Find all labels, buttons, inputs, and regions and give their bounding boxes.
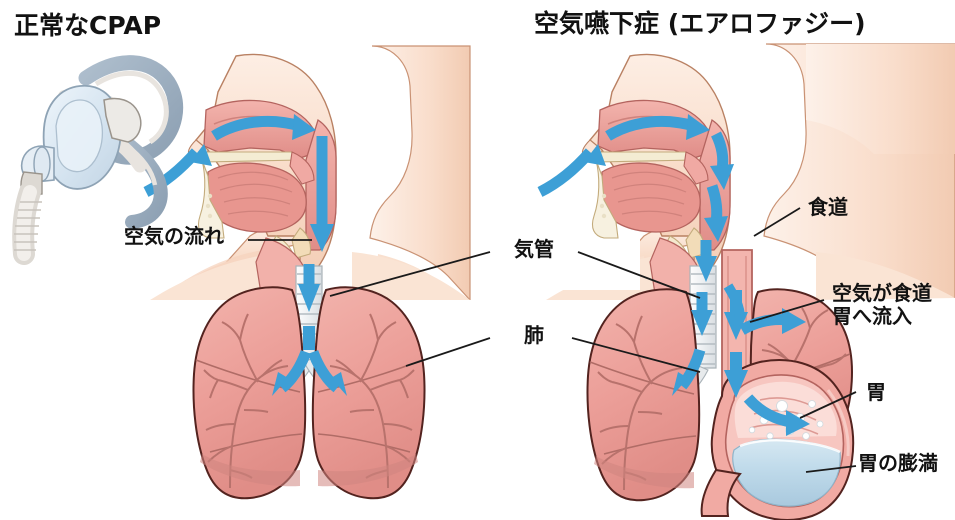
cpap-mask xyxy=(12,55,184,265)
leader-lungs-right xyxy=(571,337,701,373)
right-airflow-arrows xyxy=(537,114,810,436)
label-trachea: 気管 xyxy=(514,237,554,261)
label-air-into-esophagus: 空気が食道 胃へ流入 xyxy=(832,282,932,328)
leader-stomach xyxy=(799,391,857,419)
stomach-organ xyxy=(700,359,855,520)
panel-title-right: 空気嚥下症 (エアロファジー) xyxy=(534,9,866,38)
left-lungs xyxy=(192,286,426,500)
leader-esophagus xyxy=(753,207,801,237)
label-air-into-esophagus-line2: 胃へ流入 xyxy=(832,304,912,328)
leader-lines xyxy=(248,207,857,473)
leader-trachea-left xyxy=(329,251,491,297)
label-stomach: 胃 xyxy=(866,380,886,404)
panel-title-left: 正常なCPAP xyxy=(14,11,162,40)
label-airflow: 空気の流れ xyxy=(124,224,224,248)
left-airflow-arrows xyxy=(143,114,347,396)
leader-trachea-right xyxy=(577,251,701,299)
label-esophagus: 食道 xyxy=(808,195,848,219)
leader-air-into-esophagus xyxy=(749,299,825,323)
leader-lungs-left xyxy=(405,337,491,367)
left-head-sagittal xyxy=(187,53,337,301)
label-stomach-distension: 胃の膨満 xyxy=(858,451,938,475)
label-air-into-esophagus-line1: 空気が食道 xyxy=(832,281,932,305)
leader-stomach-distension xyxy=(805,465,857,473)
label-lungs: 肺 xyxy=(524,323,544,347)
